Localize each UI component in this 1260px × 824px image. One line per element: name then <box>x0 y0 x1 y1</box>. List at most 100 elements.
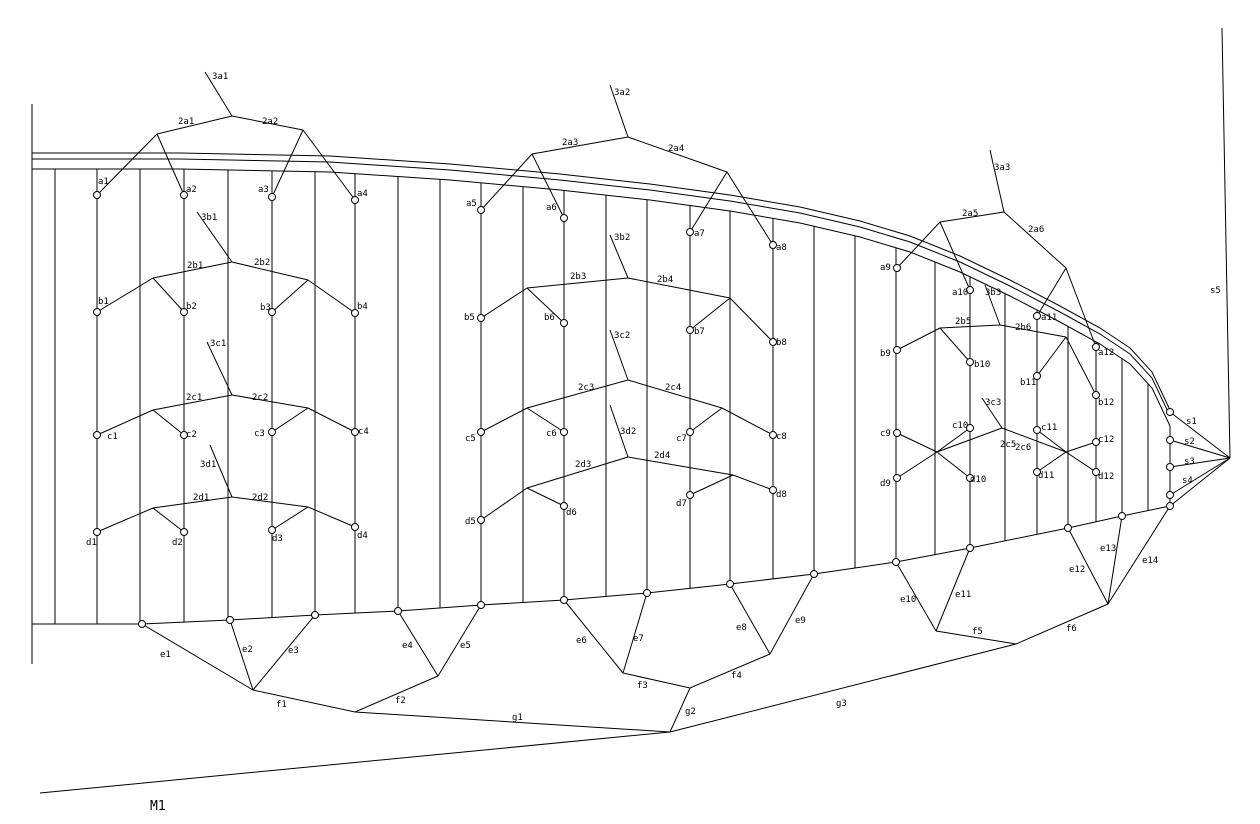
member-line <box>531 153 565 219</box>
label-2b4: 2b4 <box>657 275 673 285</box>
joint-node <box>560 319 568 327</box>
label-2c6: 2c6 <box>1015 443 1031 453</box>
joint-node <box>351 428 359 436</box>
label-b11: b11 <box>1020 378 1036 388</box>
label-2d1: 2d1 <box>193 493 209 503</box>
joint-node <box>769 338 777 346</box>
label-d9: d9 <box>880 479 891 489</box>
joint-node <box>1166 491 1174 499</box>
joint-node <box>686 428 694 436</box>
member-line <box>96 133 158 196</box>
member-line <box>1065 267 1097 348</box>
label-b1: b1 <box>98 297 109 307</box>
label-2a2: 2a2 <box>262 117 278 127</box>
support-member <box>1169 439 1231 459</box>
member-line <box>271 506 309 531</box>
joint-node <box>769 486 777 494</box>
label-b8: b8 <box>776 338 787 348</box>
joint-node <box>769 431 777 439</box>
member-line <box>627 379 723 409</box>
member-line <box>307 506 356 528</box>
label-c7: c7 <box>676 434 687 444</box>
joint-node <box>477 206 485 214</box>
label-2b2: 2b2 <box>254 258 270 268</box>
f-chord <box>935 603 1109 645</box>
label-b12: b12 <box>1098 398 1114 408</box>
label-d7: d7 <box>676 499 687 509</box>
member-line <box>1036 451 1067 473</box>
label-3a2: 3a2 <box>614 88 630 98</box>
member-line <box>526 287 565 324</box>
member-line <box>152 496 233 509</box>
label-a7: a7 <box>694 229 705 239</box>
label-2a4: 2a4 <box>668 144 684 154</box>
member-line <box>206 341 233 396</box>
member-line <box>531 136 629 155</box>
label-d2: d2 <box>172 538 183 548</box>
label-s3: s3 <box>1184 457 1195 467</box>
member-line <box>609 84 629 138</box>
label-a12: a12 <box>1098 348 1114 358</box>
member-line <box>141 623 254 691</box>
joint-node <box>686 326 694 334</box>
member-line <box>689 474 734 496</box>
member-line <box>302 129 356 201</box>
label-a10: a10 <box>952 288 968 298</box>
joint-node <box>268 308 276 316</box>
label-c3: c3 <box>254 429 265 439</box>
label-f5: f5 <box>972 627 983 637</box>
joint-node <box>351 196 359 204</box>
joint-node <box>1033 468 1041 476</box>
label-e10: e10 <box>900 595 916 605</box>
label-d1: d1 <box>86 538 97 548</box>
member-line <box>939 324 1001 329</box>
label-2c4: 2c4 <box>665 383 681 393</box>
member-line <box>627 277 731 299</box>
label-e2: e2 <box>242 645 253 655</box>
member-line <box>480 287 528 319</box>
member-line <box>726 171 774 246</box>
joint-node <box>1033 312 1041 320</box>
member-line <box>271 279 309 313</box>
label-a2: a2 <box>186 185 197 195</box>
member-line <box>989 149 1005 213</box>
label-2a1: 2a1 <box>178 117 194 127</box>
label-2c5: 2c5 <box>1000 440 1016 450</box>
label-3b3: 3b3 <box>985 288 1001 298</box>
joint-node <box>268 526 276 534</box>
label-e12: e12 <box>1069 565 1085 575</box>
member-line <box>896 432 938 453</box>
label-s5: s5 <box>1210 286 1221 296</box>
member-line <box>152 394 233 411</box>
label-f4: f4 <box>731 671 742 681</box>
label-e8: e8 <box>736 623 747 633</box>
support-member <box>1169 411 1231 459</box>
joint-node <box>1166 463 1174 471</box>
label-a1: a1 <box>98 177 109 187</box>
joint-node <box>966 474 974 482</box>
label-c5: c5 <box>465 434 476 444</box>
label-g1: g1 <box>512 713 523 723</box>
member-line <box>152 277 185 313</box>
member-line <box>231 394 309 409</box>
label-d10: d10 <box>970 475 986 485</box>
member-line <box>896 327 941 351</box>
label-2d2: 2d2 <box>252 493 268 503</box>
joint-node <box>893 346 901 354</box>
member-line <box>96 409 154 436</box>
joint-node <box>810 570 818 578</box>
g-chord <box>354 687 691 733</box>
label-g3: g3 <box>836 699 847 709</box>
top-chord <box>32 158 1171 417</box>
joint-node <box>686 228 694 236</box>
member-line <box>939 211 1005 223</box>
member-line <box>307 279 356 314</box>
joint-node <box>893 429 901 437</box>
label-d4: d4 <box>357 531 368 541</box>
joint-node <box>351 309 359 317</box>
label-a4: a4 <box>357 189 368 199</box>
label-2c1: 2c1 <box>186 393 202 403</box>
member-line <box>271 129 304 198</box>
label-c6: c6 <box>546 429 557 439</box>
